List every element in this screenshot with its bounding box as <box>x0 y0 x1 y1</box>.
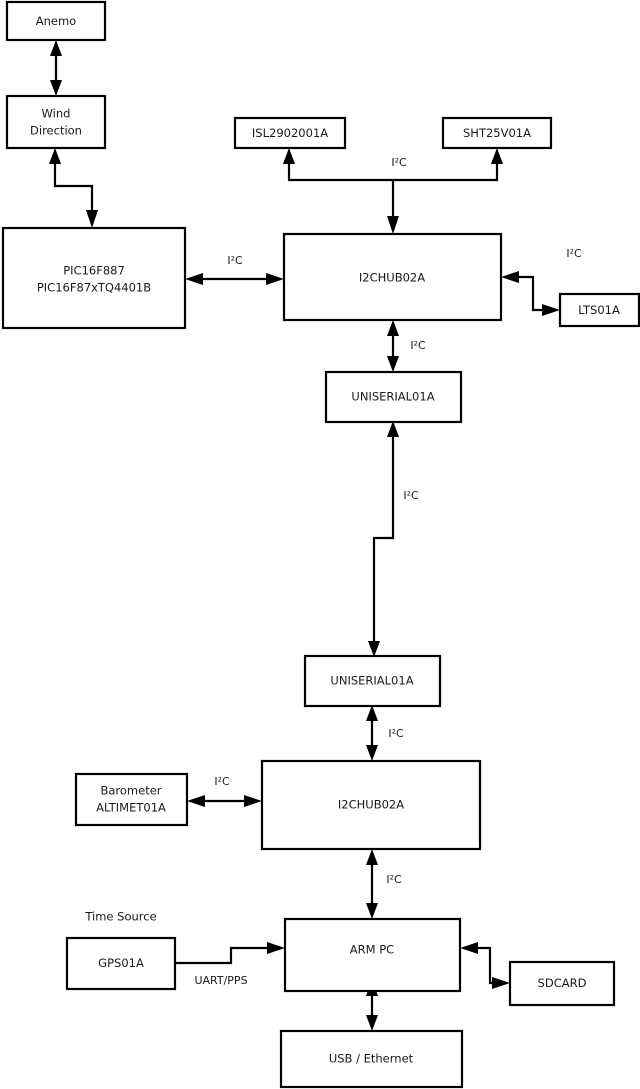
edge-label-i2c-barometer: I²C <box>214 775 230 788</box>
edge-gps-armpc: UART/PPS <box>175 942 285 987</box>
node-i2chub02a-top[interactable]: I2CHUB02A <box>282 232 503 322</box>
node-arm-pc-label: ARM PC <box>350 943 394 957</box>
node-i2chub02a-bottom-box[interactable] <box>260 759 482 851</box>
node-sht25v01a-box[interactable] <box>441 116 553 150</box>
node-uniserial01a-lower-label: UNISERIAL01A <box>330 674 413 688</box>
edge-label-uart-pps: UART/PPS <box>194 974 247 987</box>
node-sht25v01a-label: SHT25V01A <box>463 126 531 140</box>
node-usb-ethernet-box[interactable] <box>279 1029 464 1089</box>
arrowhead-left-armpc <box>460 942 478 954</box>
node-uniserial01a-lower-box[interactable] <box>303 654 442 708</box>
node-lts01a-label: LTS01A <box>578 303 620 317</box>
edge-wind-pic <box>49 148 98 228</box>
edge-label-i2c-sensors-top: I²C <box>391 156 407 169</box>
node-i2chub02a-top-label: I2CHUB02A <box>359 271 425 285</box>
node-pic-mcu[interactable]: PIC16F887 PIC16F87xTQ4401B <box>1 226 187 330</box>
edge-hub-top-lts: I²C <box>501 247 582 316</box>
node-barometer-box[interactable] <box>74 772 189 827</box>
node-pic-mcu-box[interactable] <box>1 226 187 330</box>
node-i2chub02a-bottom[interactable]: I2CHUB02A <box>260 759 482 851</box>
label-time-source: Time Source <box>84 910 156 924</box>
edge-anemo-wind <box>50 40 62 96</box>
node-isl2902001a-label: ISL2902001A <box>252 126 328 140</box>
arrowhead-down <box>366 903 378 919</box>
node-sdcard-box[interactable] <box>508 960 616 1007</box>
node-uniserial01a-upper[interactable]: UNISERIAL01A <box>324 370 463 424</box>
node-wind-direction-label-line1: Wind <box>42 107 71 121</box>
arrowhead-down-hub <box>387 216 399 234</box>
arrowhead-up <box>49 148 61 164</box>
arrowhead-left <box>185 273 203 285</box>
arrowhead-down <box>50 80 62 96</box>
arrowhead-right <box>244 795 262 807</box>
arrowhead-up <box>387 421 399 437</box>
arrowhead-down <box>366 745 378 761</box>
edge-label-i2c-hub-armpc: I²C <box>386 873 402 886</box>
arrowhead-up <box>50 40 62 56</box>
node-sdcard-label: SDCARD <box>538 976 587 990</box>
node-uniserial01a-upper-box[interactable] <box>324 370 463 424</box>
node-isl2902001a-box[interactable] <box>233 116 347 150</box>
arrowhead-up <box>366 849 378 865</box>
node-usb-ethernet-label: USB / Ethernet <box>329 1052 414 1066</box>
edge-barometer-hub-bottom: I²C <box>187 775 262 807</box>
arrowhead-up <box>366 705 378 721</box>
edge-uniserial-dn-hub-bottom: I²C <box>366 705 404 761</box>
edge-hub-top-sensors: I²C <box>283 148 503 234</box>
edge-label-i2c-uniserial-hub-bottom: I²C <box>388 727 404 740</box>
edge-hub-bottom-armpc: I²C <box>366 849 402 919</box>
node-barometer-label-line2: ALTIMET01A <box>96 801 166 815</box>
node-gps01a-box[interactable] <box>65 936 177 991</box>
node-anemo-box[interactable] <box>5 0 107 42</box>
arrowhead-down <box>86 210 98 228</box>
arrowhead-left <box>187 795 205 807</box>
arrowhead-up-isl <box>283 148 295 164</box>
node-i2chub02a-top-box[interactable] <box>282 232 503 322</box>
node-arm-pc-box[interactable] <box>283 917 462 993</box>
node-wind-direction-box[interactable] <box>5 94 107 150</box>
node-sdcard[interactable]: SDCARD <box>508 960 616 1007</box>
node-lts01a-box[interactable] <box>558 292 640 328</box>
edge-label-i2c-hub-lts: I²C <box>566 247 582 260</box>
arrowhead-up-sht <box>491 148 503 164</box>
edge-label-i2c-pic-hub: I²C <box>227 254 243 267</box>
node-anemo-label: Anemo <box>36 14 76 28</box>
node-pic-mcu-label-line2: PIC16F87xTQ4401B <box>37 281 151 295</box>
node-uniserial01a-lower[interactable]: UNISERIAL01A <box>303 654 442 708</box>
arrowhead-right <box>266 273 284 285</box>
node-wind-direction[interactable]: Wind Direction <box>5 94 107 150</box>
edge-pic-hub-top: I²C <box>185 254 284 285</box>
node-usb-ethernet[interactable]: USB / Ethernet <box>279 1029 464 1089</box>
node-sht25v01a[interactable]: SHT25V01A <box>441 116 553 150</box>
arrowhead-up <box>387 320 399 336</box>
edge-label-i2c-uniserial-link: I²C <box>403 489 419 502</box>
arrowhead-right-sdcard <box>492 977 510 989</box>
node-gps01a-label: GPS01A <box>98 956 144 970</box>
node-gps01a[interactable]: GPS01A <box>65 936 177 991</box>
arrowhead-down <box>387 356 399 372</box>
edge-hub-top-uniserial-up: I²C <box>387 320 426 372</box>
node-lts01a[interactable]: LTS01A <box>558 292 640 328</box>
node-arm-pc[interactable]: ARM PC <box>283 917 462 993</box>
edge-uniserial-up-uniserial-dn: I²C <box>368 421 419 657</box>
edge-armpc-sdcard <box>460 942 510 989</box>
arrowhead-down <box>366 1015 378 1031</box>
node-anemo[interactable]: Anemo <box>5 0 107 42</box>
node-isl2902001a[interactable]: ISL2902001A <box>233 116 347 150</box>
arrowhead-left-hub <box>501 271 519 283</box>
node-i2chub02a-bottom-label: I2CHUB02A <box>338 798 404 812</box>
arrowhead-right <box>267 942 285 954</box>
arrowhead-down <box>368 641 380 657</box>
node-pic-mcu-label-line1: PIC16F887 <box>63 264 125 278</box>
edge-label-i2c-hub-uniserial: I²C <box>410 339 426 352</box>
node-uniserial01a-upper-label: UNISERIAL01A <box>351 390 434 404</box>
arrowhead-right-lts <box>542 304 560 316</box>
node-barometer[interactable]: Barometer ALTIMET01A <box>74 772 189 827</box>
node-barometer-label-line1: Barometer <box>100 784 161 798</box>
node-wind-direction-label-line2: Direction <box>30 124 82 138</box>
